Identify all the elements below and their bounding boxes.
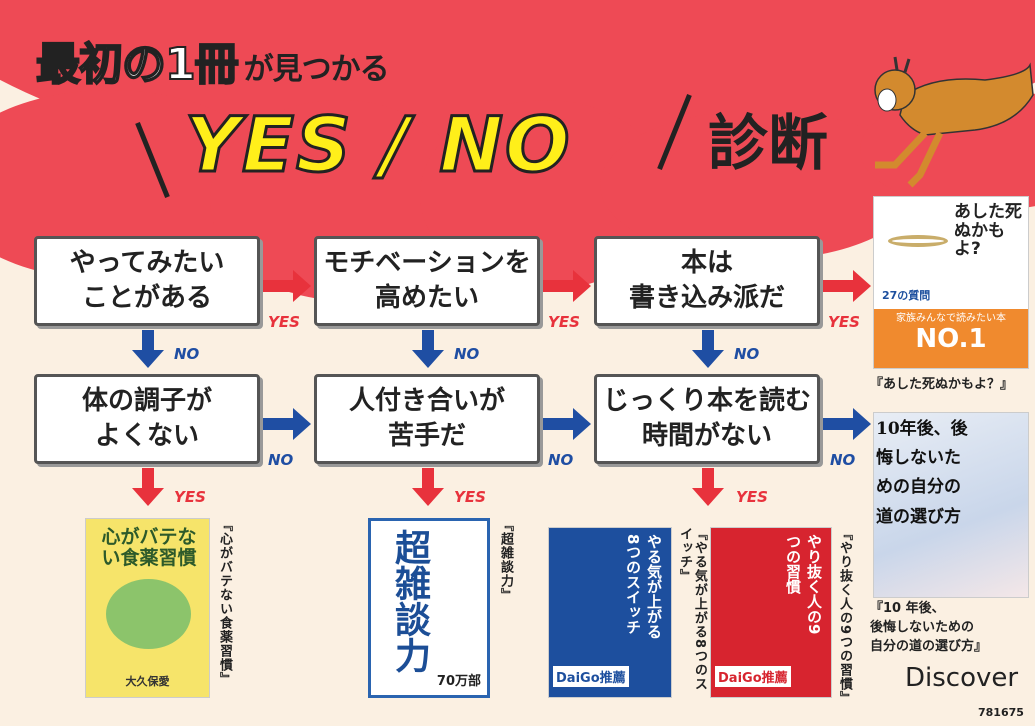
title-diagnosis: 診断 (708, 109, 828, 179)
book-rank: NO.1 (915, 324, 987, 354)
question-box-health: 体の調子が よくない (34, 374, 260, 464)
book-caption: 『やる気が上がる8つのスイッチ』 (676, 527, 707, 692)
book-title: 10年後、後悔しないための自分の道の選び方 (876, 419, 968, 527)
label-yes: YES (828, 313, 860, 331)
arrow-right-yes-3 (823, 270, 871, 302)
book-cover-10nengo[interactable]: 10年後、後悔しないための自分の道の選び方 (873, 412, 1029, 598)
book-title: やり抜く人の9つの習慣 (784, 534, 823, 635)
book-cover-yarinuku[interactable]: やり抜く人の9つの習慣 DaiGo推薦 (710, 527, 832, 698)
title-main: 最初の1冊が見つかる (35, 38, 390, 91)
label-no: NO (548, 451, 574, 469)
arrow-down-yes-1 (132, 468, 164, 506)
label-no: NO (830, 451, 856, 469)
question-box-no-time: じっくり本を読む 時間がない (594, 374, 820, 464)
book-caption: 『10 年後、 後悔しないための 自分の道の選び方』 (870, 601, 988, 654)
label-no: NO (268, 451, 294, 469)
book-caption: 『あした死ぬかもよ？』 (870, 377, 1014, 392)
arrow-down-no-3 (692, 330, 724, 368)
book-band: DaiGo推薦 (553, 666, 629, 687)
book-caption: 『超雑談力』 (498, 518, 513, 602)
arrow-down-no-1 (132, 330, 164, 368)
book-band: 家族みんなで読みたい本 (896, 313, 1006, 324)
arrow-right-no-1 (263, 408, 311, 440)
question-box-write-in: 本は 書き込み派だ (594, 236, 820, 326)
book-cover-shokuyaku[interactable]: 心がバテない食薬習慣 大久保愛 (85, 518, 210, 698)
arrow-right-no-3 (823, 408, 871, 440)
book-title: 超雑談力 (389, 529, 430, 673)
arrow-right-yes-1 (263, 270, 311, 302)
book-cover-yaruki[interactable]: やる気が上がる8つのスイッチ DaiGo推薦 (548, 527, 672, 698)
book-cover-zatsudan[interactable]: 超雑談力 70万部 (368, 518, 490, 698)
book-title: 心がバテない食薬習慣 (101, 526, 197, 569)
book-badge: 70万部 (436, 674, 481, 689)
cow-illustration-icon (874, 56, 1034, 188)
book-title: やる気が上がる8つのスイッチ (624, 534, 663, 639)
label-yes: YES (174, 488, 206, 506)
book-subtitle: 27の質問 (882, 289, 931, 302)
title-sub: が見つかる (243, 52, 390, 87)
book-cover-ashita-shinu[interactable]: あした死ぬかもよ? 27の質問 家族みんなで読みたい本 NO.1 (873, 196, 1029, 369)
print-code: 781675 (978, 706, 1024, 719)
book-band: DaiGo推薦 (715, 666, 791, 687)
question-box-motivation: モチベーションを 高めたい (314, 236, 540, 326)
label-yes: YES (268, 313, 300, 331)
book-author: 大久保愛 (125, 675, 170, 688)
label-no: NO (454, 345, 480, 363)
label-no: NO (734, 345, 760, 363)
book-title: あした死ぬかもよ? (954, 202, 1022, 260)
label-no: NO (174, 345, 200, 363)
book-caption: 『やり抜く人の9つの習慣』 (837, 527, 852, 706)
arrow-right-no-2 (543, 408, 591, 440)
label-yes: YES (548, 313, 580, 331)
book-caption: 『心がバテない食薬習慣』 (217, 518, 232, 686)
discover-logo: Discover (905, 663, 1019, 693)
label-yes: YES (454, 488, 486, 506)
arrow-down-no-2 (412, 330, 444, 368)
label-yes: YES (736, 488, 768, 506)
arrow-down-yes-2 (412, 468, 444, 506)
arrow-right-yes-2 (543, 270, 591, 302)
arrow-down-yes-3 (692, 468, 724, 506)
question-box-relationships: 人付き合いが 苦手だ (314, 374, 540, 464)
title-yes-no: YES / NO (184, 99, 572, 191)
question-box-want-to-try: やってみたい ことがある (34, 236, 260, 326)
